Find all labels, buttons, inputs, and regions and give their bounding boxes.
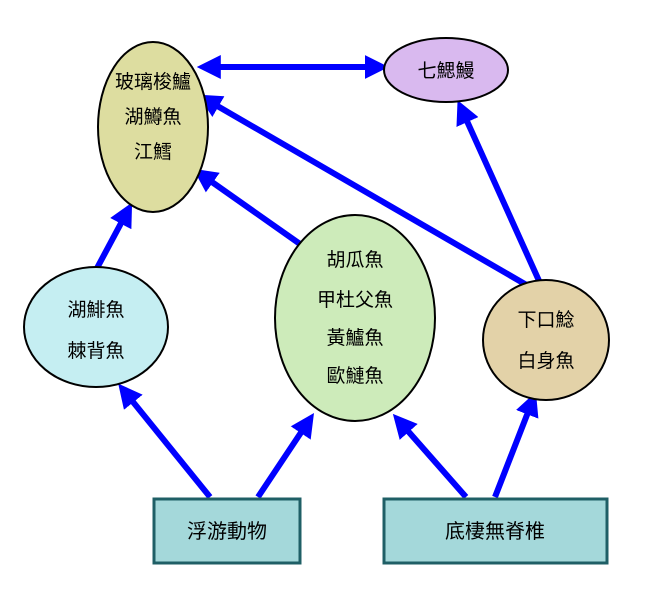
arrow-plankton-to-center — [255, 413, 314, 499]
box-plankton-shape — [152, 497, 302, 565]
node-mid-left-shape — [23, 266, 169, 388]
node-top-left-text-2: 湖鱒魚 — [124, 106, 181, 128]
node-mid-left-text-2: 棘背魚 — [67, 340, 124, 362]
node-top-left-text-1: 玻璃梭鱸 — [115, 71, 191, 93]
node-mid-left: 湖鯡魚 棘背魚 — [23, 266, 169, 388]
arrow-right-to-top-left — [197, 94, 532, 290]
box-benthic-label: 底棲無脊椎 — [445, 519, 545, 543]
node-top-left-shape — [97, 41, 209, 213]
node-top-left: 玻璃梭鱸 湖鱒魚 江鱈 — [97, 41, 209, 213]
box-plankton: 浮游動物 — [152, 497, 302, 565]
arrow-benthic-to-center — [392, 413, 469, 499]
node-right-shape — [482, 279, 610, 401]
node-mid-left-text-1: 湖鯡魚 — [67, 299, 124, 321]
box-benthic-shape — [382, 497, 609, 565]
box-benthic: 底棲無脊椎 — [382, 497, 609, 565]
node-center-shape — [274, 214, 436, 422]
node-top-right-text-1: 七鰓鰻 — [417, 60, 474, 82]
arrow-mid-left-to-top-left — [93, 202, 133, 272]
node-top-right: 七鰓鰻 — [383, 37, 509, 103]
arrows — [93, 55, 543, 499]
node-center-text-4: 歐鰱魚 — [326, 365, 383, 387]
node-center: 胡瓜魚 甲杜父魚 黃鱸魚 歐鰱魚 — [274, 214, 436, 422]
box-plankton-label: 浮游動物 — [187, 519, 267, 543]
arrow-center-to-top-left — [193, 168, 302, 247]
arrow-benthic-to-right — [492, 391, 539, 499]
node-right-text-2: 白身魚 — [517, 350, 574, 372]
arrow-plankton-to-mid-left — [118, 383, 213, 499]
node-top-right-shape — [383, 37, 509, 103]
node-right: 下口鯰 白身魚 — [482, 279, 610, 401]
arrow-right-to-top-right — [456, 100, 543, 285]
node-center-text-3: 黃鱸魚 — [326, 327, 383, 349]
node-right-text-1: 下口鯰 — [517, 309, 574, 331]
node-center-text-2: 甲杜父魚 — [317, 289, 393, 311]
node-center-text-1: 胡瓜魚 — [326, 249, 383, 271]
node-top-left-text-3: 江鱈 — [134, 141, 172, 163]
